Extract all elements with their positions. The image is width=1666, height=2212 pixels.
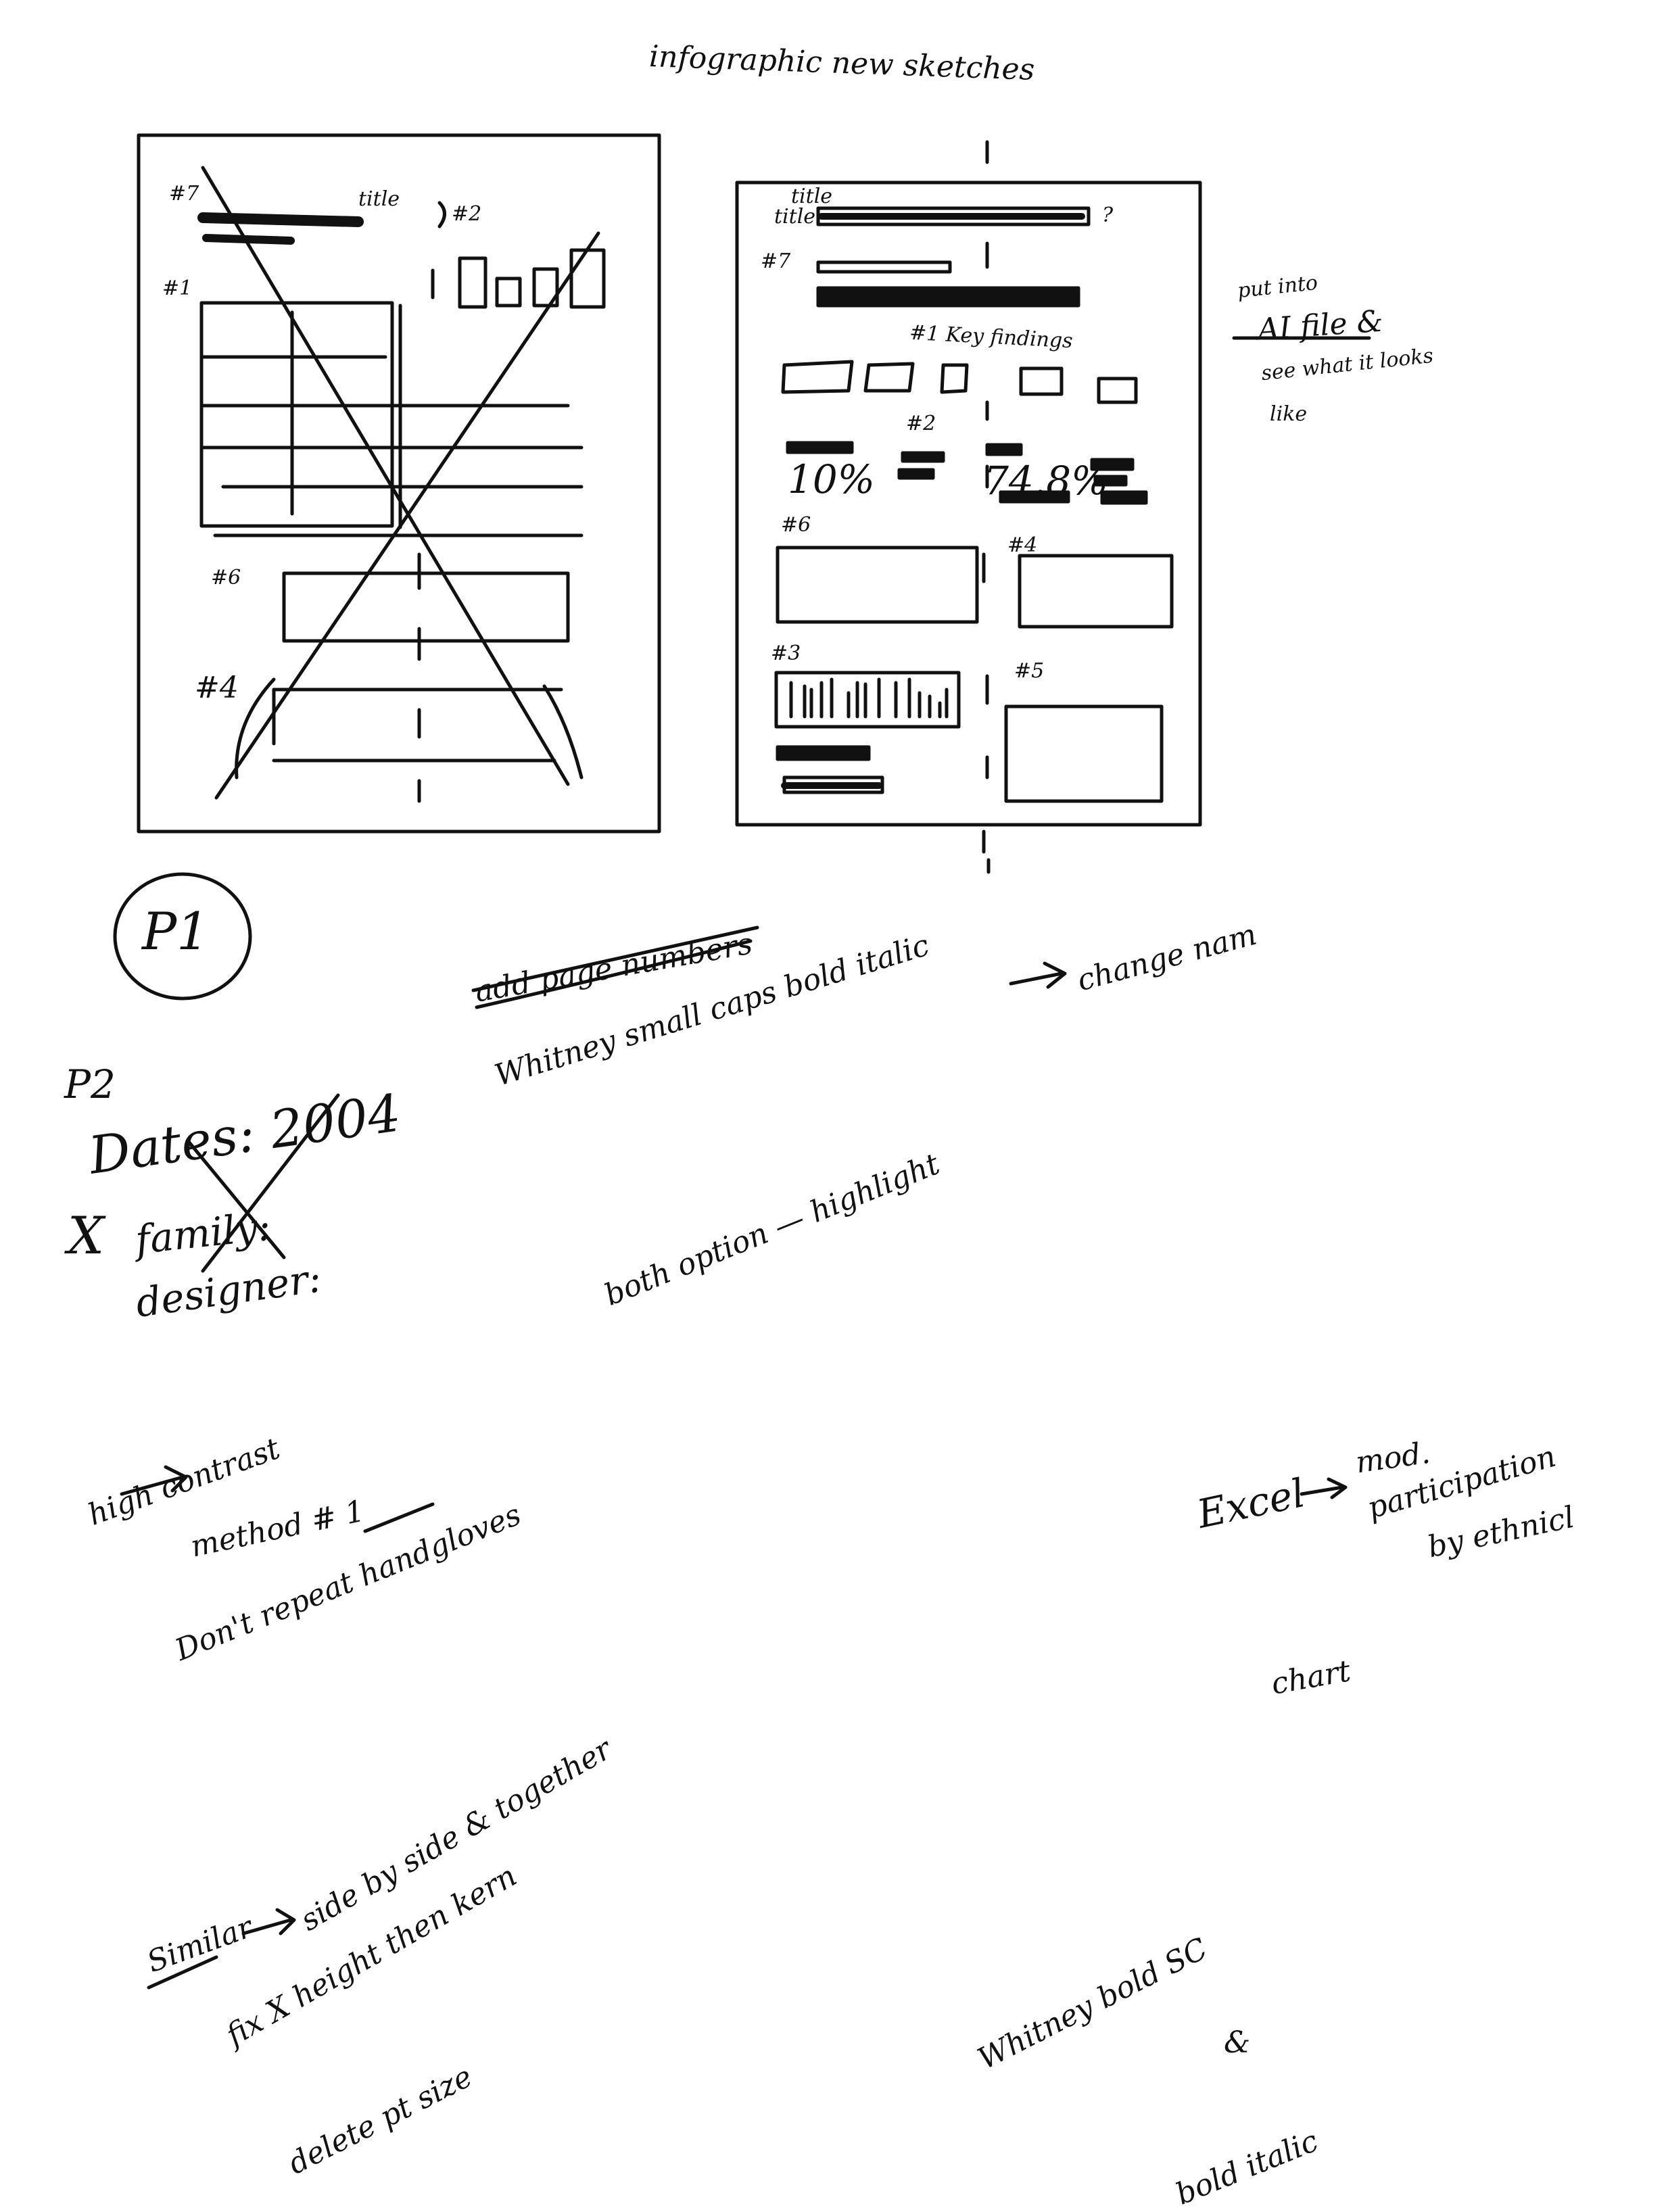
left-label-6: #6 [211,566,241,590]
right-label-title-top: title [791,185,833,208]
barcode-bars [789,677,949,719]
side-note-line4: like [1270,402,1308,426]
arrow-excel [1300,1477,1348,1499]
right-label-title-side: title [774,205,816,229]
pct-10: 10% [788,456,875,502]
side-note-line2: AI file & [1256,304,1385,347]
arrow-method [120,1465,188,1496]
arrow-similar [241,1908,296,1936]
left-label-2: #2 [452,202,482,226]
left-label-4: #4 [195,671,239,705]
left-label-1: #1 [162,276,193,300]
similar-underline [147,1955,218,1990]
arrow-change-name [1009,961,1067,989]
strike-2 [475,939,753,1009]
right-sketch-drawing [735,140,1202,874]
right-label-6: #6 [781,513,811,537]
pct-74: 74.8% [984,458,1109,504]
right-label-question: ? [1102,203,1114,227]
cross-2 [201,1093,340,1273]
strike-1 [471,925,759,992]
method-underline [363,1502,435,1533]
right-label-4: #4 [1007,533,1038,557]
right-label-7: #7 [761,249,791,273]
right-label-3: #3 [771,642,801,665]
right-label-5: #5 [1014,659,1045,683]
cross-1 [187,1140,286,1259]
left-label-title: title [358,187,400,211]
page-marker-p1: P1 [142,901,210,961]
right-label-2: #2 [906,412,936,435]
p1-circle [113,872,252,1001]
note-p2: P2 [64,1061,116,1107]
note-amp: & [1224,2025,1251,2060]
left-sketch-drawing [137,133,661,834]
note-x-mark: X [68,1205,105,1266]
left-label-7: #7 [169,182,199,206]
